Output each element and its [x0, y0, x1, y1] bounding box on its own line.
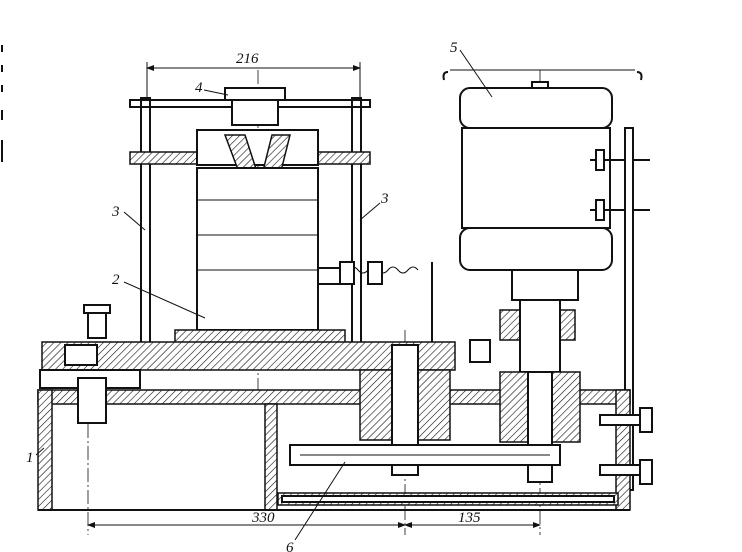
dimension-330: 330: [251, 510, 275, 526]
callout-6: 6: [286, 540, 294, 552]
callout-2: 2: [112, 272, 120, 288]
callout-3-right: 3: [380, 191, 389, 207]
callout-4: 4: [195, 80, 203, 96]
callout-5: 5: [450, 40, 458, 56]
dimension-top: [146, 62, 361, 100]
callout-3-left: 3: [111, 204, 120, 220]
tank-assembly: [129, 87, 433, 349]
leader-lines: [35, 49, 493, 541]
base-housing: [37, 304, 653, 511]
callout-1: 1: [26, 450, 34, 466]
dimension-135: 135: [458, 510, 481, 526]
dimension-216: 216: [236, 51, 259, 67]
